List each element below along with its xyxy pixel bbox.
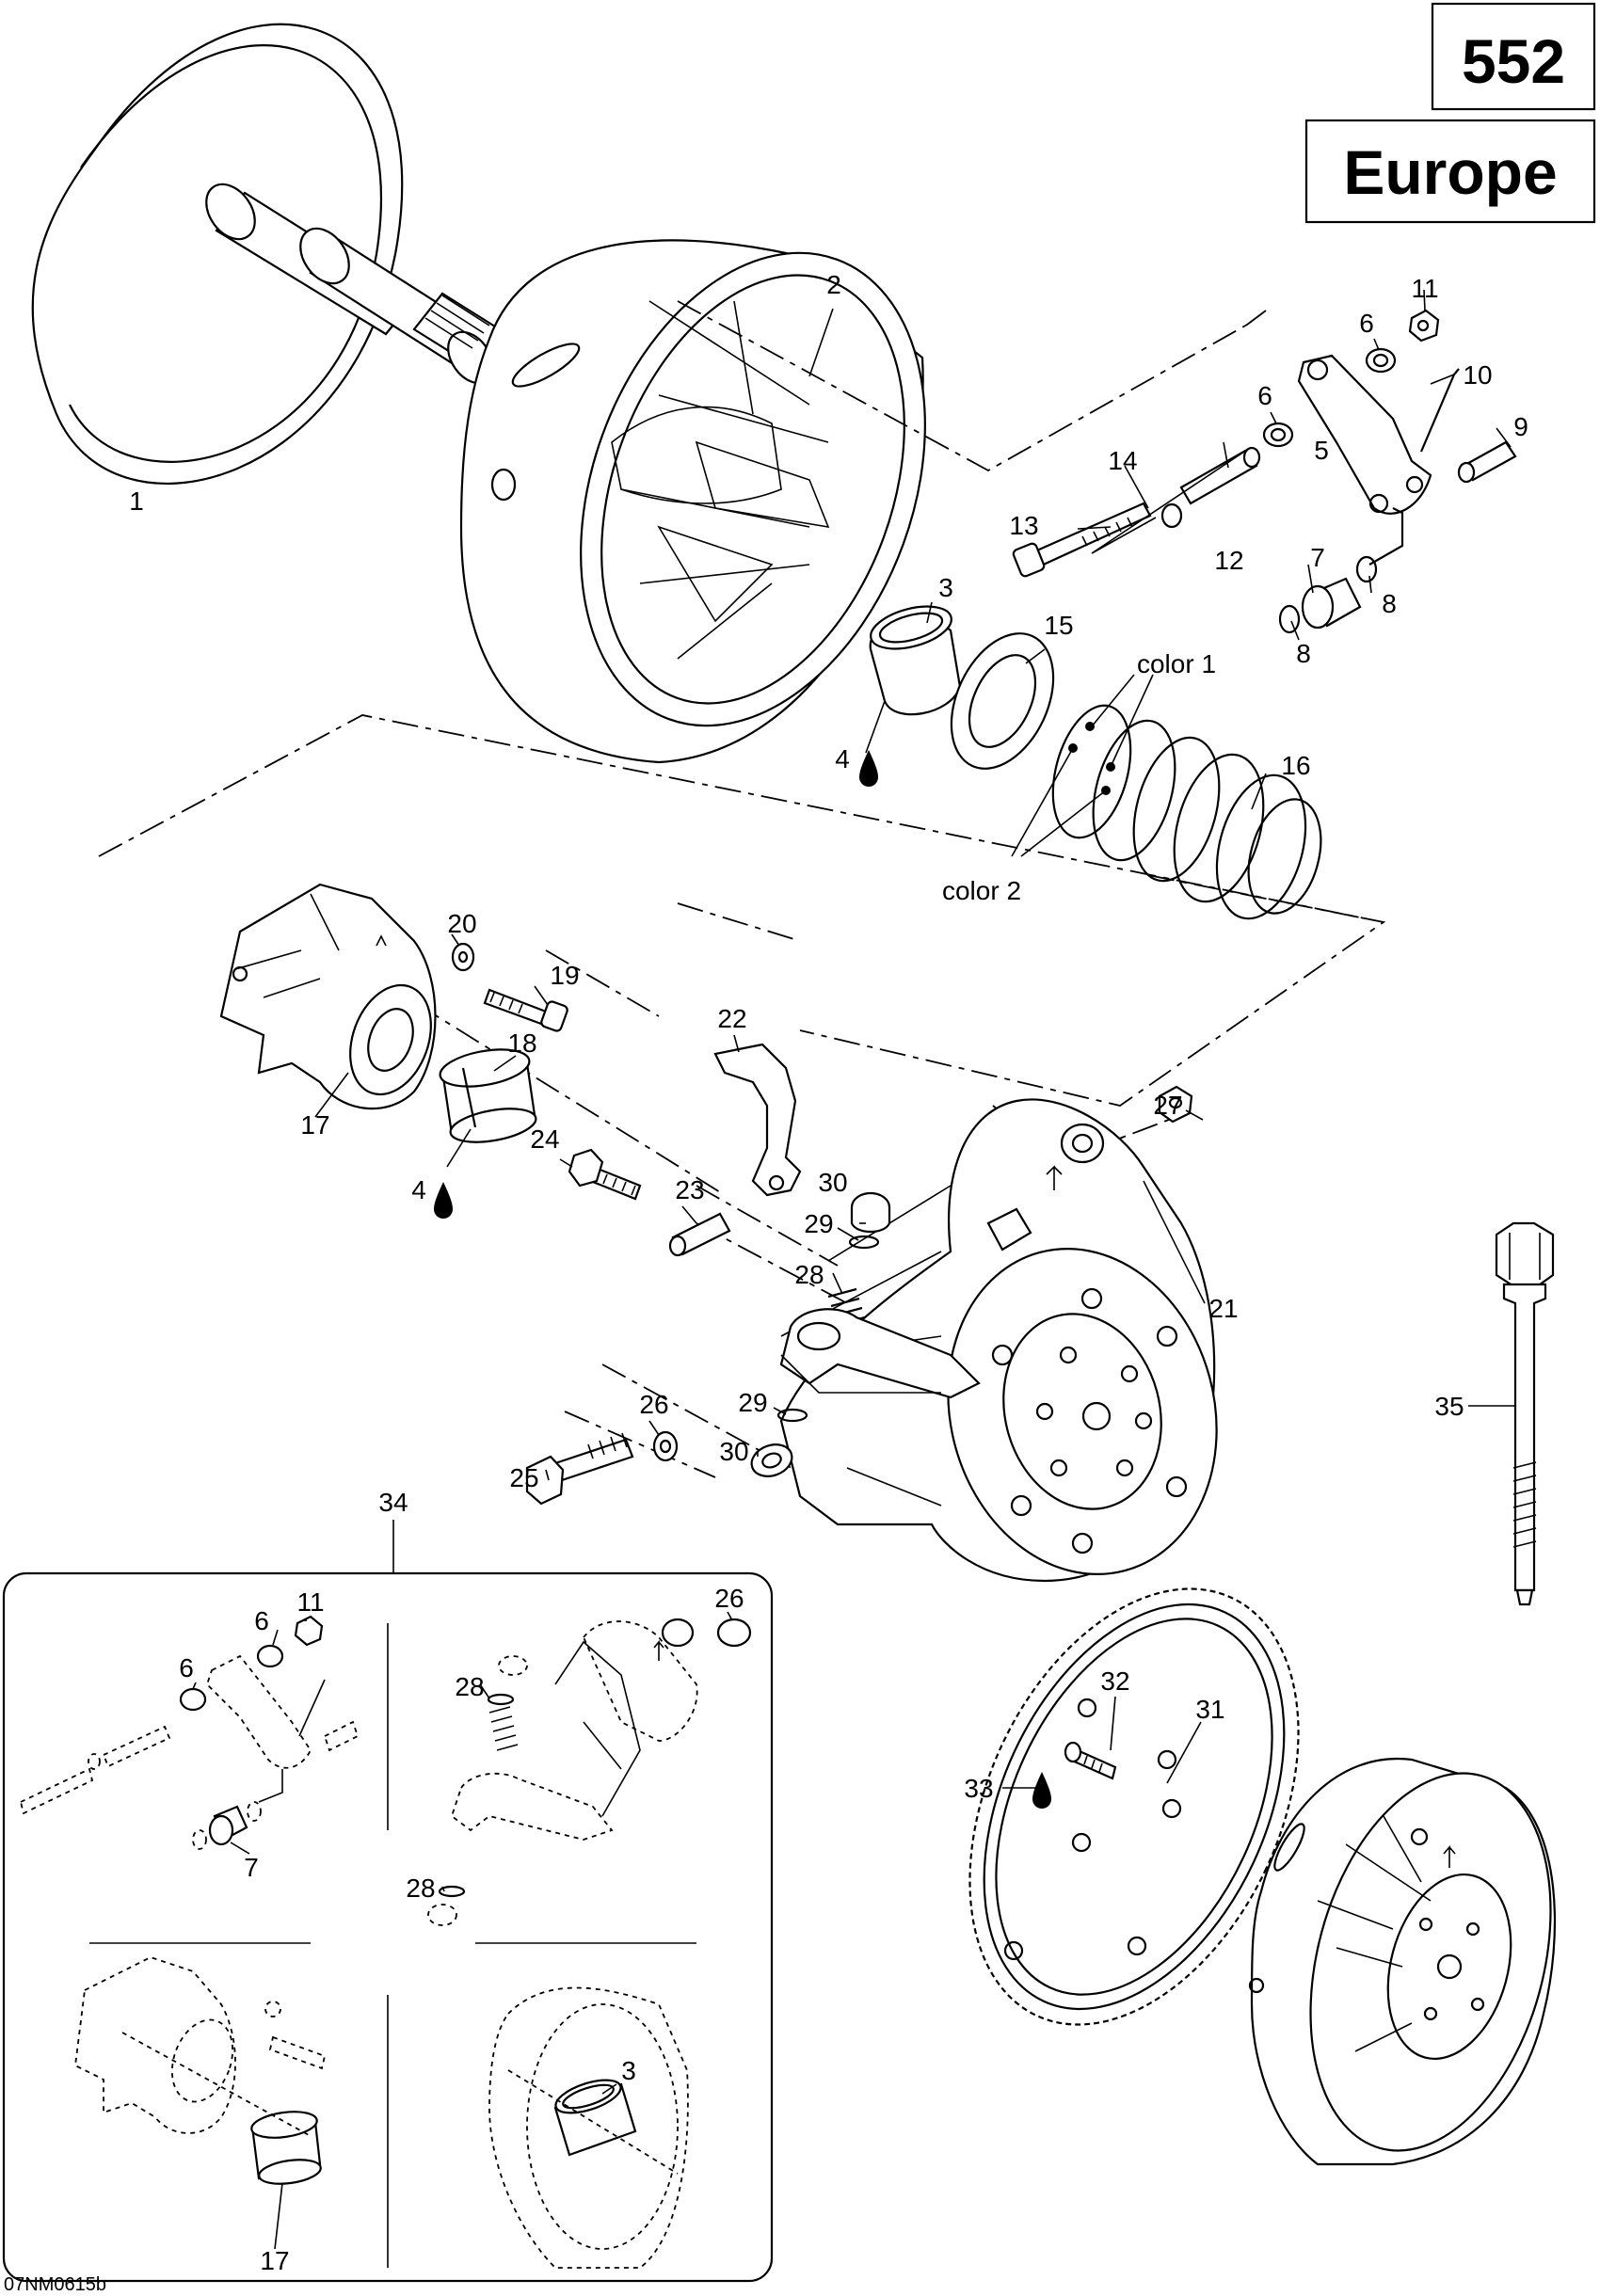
- part-31-ring-gear: [968, 1587, 1300, 2026]
- callout-9: 9: [1513, 412, 1528, 441]
- drawing-code: 07NM0615b: [4, 2274, 106, 2295]
- callout-32: 32: [1100, 1666, 1129, 1696]
- callout-4-upper: 4: [835, 744, 850, 773]
- callout-27: 27: [1153, 1091, 1182, 1120]
- kit-callout-7: 7: [244, 1853, 259, 1882]
- callout-1: 1: [129, 486, 144, 516]
- callout-8-left: 8: [1296, 639, 1311, 668]
- callout-23: 23: [675, 1175, 704, 1204]
- callout-3: 3: [938, 573, 953, 602]
- callout-21: 21: [1208, 1294, 1238, 1323]
- callout-15: 15: [1044, 611, 1073, 640]
- callout-29-lower: 29: [738, 1388, 767, 1417]
- callout-22: 22: [717, 1004, 746, 1033]
- callout-28: 28: [794, 1260, 824, 1289]
- callout-30-lower: 30: [719, 1437, 748, 1466]
- guide-line-center: [376, 978, 1182, 1267]
- part-3-bushing: [869, 605, 962, 716]
- callout-24: 24: [530, 1124, 559, 1154]
- page-number: 552: [1462, 26, 1565, 96]
- callout-color-1: color 1: [1137, 649, 1216, 678]
- part-24-bolt: [568, 1148, 642, 1201]
- kit-34-inset: [2, 1571, 774, 2283]
- callout-33: 33: [964, 1774, 993, 1803]
- part-23-pin: [668, 1212, 731, 1257]
- callout-14: 14: [1108, 446, 1137, 475]
- page-number-box: 552: [1431, 2, 1596, 111]
- callout-30-upper: 30: [818, 1168, 847, 1197]
- part-20-washer: [451, 942, 475, 972]
- part-17-spring-cup: [219, 883, 437, 1110]
- part-15-washer: [950, 632, 1055, 770]
- callout-7: 7: [1310, 543, 1325, 572]
- part-22-cam-arm: [713, 1043, 802, 1197]
- guide-line-bolt: [545, 902, 801, 1017]
- lubricant-drop-icon: [434, 750, 1051, 1809]
- part-18-bushing: [439, 1048, 537, 1143]
- part-1-fixed-sheave: [31, 23, 520, 486]
- callout-25: 25: [509, 1463, 538, 1492]
- lever-assembly: [1012, 309, 1517, 634]
- guide-line-roller: [564, 1222, 848, 1478]
- kit-callout-3: 3: [621, 2056, 636, 2085]
- kit-callout-28-upper: 28: [455, 1672, 484, 1701]
- part-2-sliding-sheave-housing: [459, 239, 926, 764]
- lower-sheave-assembly: [1248, 1757, 1557, 2166]
- kit-callout-26: 26: [714, 1584, 744, 1613]
- kit-callout-6-lower: 6: [179, 1653, 194, 1682]
- callout-8-right: 8: [1382, 589, 1397, 618]
- callout-29-upper: 29: [804, 1209, 833, 1238]
- callout-34: 34: [378, 1488, 408, 1517]
- part-21-cam-hub: [779, 1098, 1218, 1583]
- part-26-washer: [652, 1430, 679, 1462]
- part-19-screw: [483, 988, 568, 1032]
- callout-6-lower: 6: [1257, 381, 1272, 410]
- callout-35: 35: [1434, 1392, 1464, 1421]
- guide-line-sheave-arm: [677, 300, 1267, 472]
- callout-color-2: color 2: [942, 876, 1021, 905]
- callout-6-upper: 6: [1359, 309, 1374, 338]
- part-25-bolt: [525, 1432, 634, 1506]
- leader-lines: [192, 289, 1515, 2250]
- kit-callout-11: 11: [296, 1587, 324, 1617]
- part-16-spring: [1051, 704, 1322, 920]
- callout-26: 26: [639, 1390, 668, 1419]
- guide-line-spring-cup: [98, 714, 1386, 1107]
- callout-13: 13: [1009, 511, 1038, 540]
- callout-labels: 1 2 3 4 4 5 6 6 7 8 8 9 10 11 12 13 14 1…: [4, 270, 1528, 2295]
- callout-5: 5: [1314, 436, 1329, 465]
- callout-4-lower: 4: [411, 1175, 426, 1204]
- part-35-puller-bolt: [1495, 1221, 1555, 1606]
- callout-11: 11: [1411, 274, 1438, 303]
- callout-18: 18: [507, 1028, 536, 1058]
- callout-12: 12: [1214, 546, 1243, 575]
- callout-2: 2: [826, 270, 841, 299]
- region-box: Europe: [1304, 119, 1596, 224]
- callout-10: 10: [1463, 360, 1492, 390]
- roller-arm: [779, 1308, 981, 1399]
- callout-19: 19: [550, 961, 579, 990]
- part-30-roller: [750, 1191, 891, 1477]
- callout-17: 17: [300, 1110, 329, 1140]
- kit-callout-17: 17: [260, 2246, 289, 2275]
- callout-20: 20: [447, 909, 476, 938]
- callout-16: 16: [1281, 751, 1310, 780]
- kit-callout-6-upper: 6: [254, 1606, 269, 1635]
- kit-callout-28-lower: 28: [406, 1873, 435, 1903]
- part-29-o-ring: [776, 1235, 880, 1423]
- region-label: Europe: [1343, 137, 1557, 207]
- callout-31: 31: [1195, 1695, 1224, 1724]
- part-32-screw: [1064, 1741, 1117, 1780]
